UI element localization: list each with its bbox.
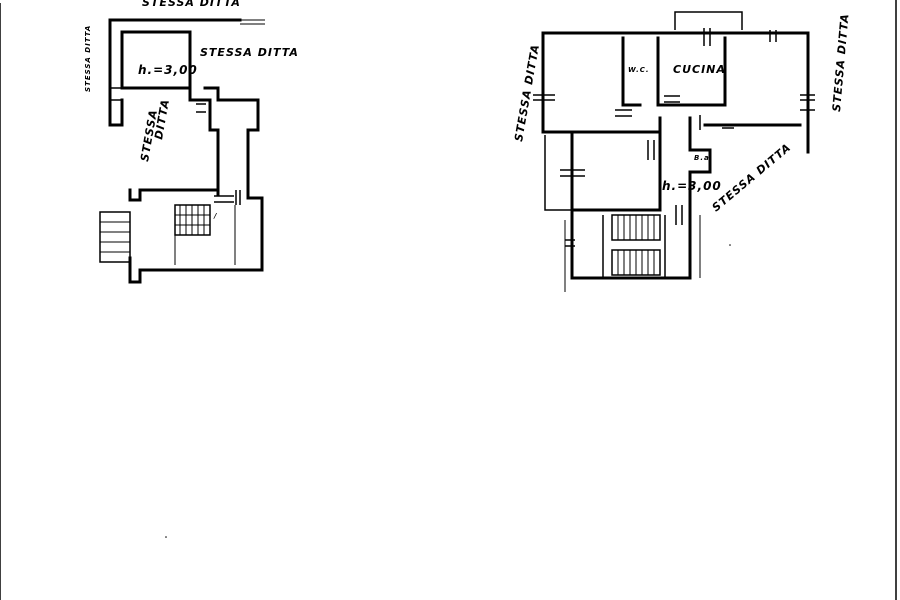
- right-room-walls: [570, 116, 662, 212]
- right-label-left-vertical: STESSA DITTA: [512, 43, 542, 143]
- right-label-diagonal: STESSA DITTA: [710, 141, 794, 215]
- left-stair-lines: [174, 205, 236, 265]
- right-label-right-vertical: STESSA DITTA: [830, 13, 852, 113]
- left-stair-mark: /: [213, 212, 218, 220]
- left-floor-plan: /: [99, 18, 265, 284]
- left-corridor-wall-a: [188, 86, 220, 197]
- right-stair-outer-lines: [564, 215, 701, 292]
- left-height-note: h.=3,00: [138, 63, 198, 77]
- right-left-window: [533, 94, 555, 101]
- left-door-mark: [196, 103, 206, 113]
- right-stair-enclosure: [570, 208, 692, 280]
- right-outer-top-right: [541, 31, 810, 154]
- scan-speck-2: [729, 244, 731, 246]
- right-stair-treads: [617, 215, 655, 275]
- right-height-note: h.=3,00: [662, 179, 722, 193]
- left-corridor-wall-b: [203, 86, 260, 197]
- left-stair-enclosure: [128, 188, 264, 284]
- left-stair-treads: [175, 205, 210, 235]
- left-entry-steps: [99, 211, 131, 263]
- right-bath-walls: [688, 116, 712, 212]
- right-bath-door: [699, 115, 734, 130]
- left-window-mark: [110, 87, 122, 101]
- right-right-window: [800, 94, 815, 111]
- room-label-bath: B.a: [694, 154, 710, 162]
- right-floor-plan: [533, 11, 815, 292]
- left-top-wall-extension: [240, 19, 265, 25]
- left-label-top: STESSA DITTA: [142, 0, 241, 9]
- left-upper-room: [120, 30, 192, 90]
- room-label-wc: W.C.: [628, 66, 650, 74]
- right-wc-kitchen-walls: [621, 36, 727, 107]
- scan-speck: [165, 536, 167, 538]
- left-label-vertical: STESSA DITTA: [84, 25, 92, 92]
- right-outer-left: [541, 31, 574, 212]
- left-entry-treads: [100, 221, 130, 253]
- right-left-bay: [544, 135, 572, 211]
- left-stair-door-mark: [214, 190, 241, 205]
- right-balcony: [674, 11, 743, 30]
- left-lower-corner: [108, 98, 124, 127]
- right-top-door-marks: [703, 28, 777, 46]
- left-label-right: STESSA DITTA: [200, 46, 299, 59]
- right-door-marks: [615, 95, 680, 117]
- left-label-inner-2: DITTA: [152, 98, 172, 141]
- right-door-marks-2: [647, 140, 683, 225]
- right-stair-sides: [602, 215, 666, 278]
- right-stair-door: [565, 239, 575, 247]
- right-left-window-2: [560, 169, 585, 177]
- room-label-kitchen: CUCINA: [673, 63, 726, 76]
